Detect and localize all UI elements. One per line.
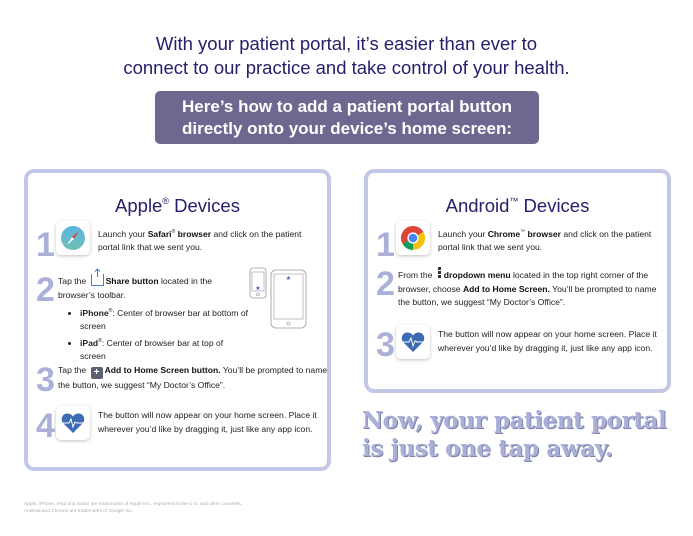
share-icon xyxy=(90,268,104,286)
step-number: 2 xyxy=(36,271,55,309)
trademark-footnote: Apple, iPhone, iPad and Safari are trade… xyxy=(24,502,243,514)
dropdown-menu-icon xyxy=(437,267,441,279)
heart-pulse-icon xyxy=(56,406,90,440)
device-illustration: ★ ★ xyxy=(249,266,309,341)
chrome-icon xyxy=(396,221,430,255)
svg-text:★: ★ xyxy=(286,275,291,282)
add-to-home-icon: + xyxy=(90,367,103,379)
apple-step-4-text: The button will now appear on your home … xyxy=(98,410,317,434)
iphone-outline xyxy=(249,267,267,299)
ipad-outline xyxy=(270,269,307,329)
step-number: 3 xyxy=(36,361,55,399)
instructions-banner: Here’s how to add a patient portal butto… xyxy=(155,91,539,144)
intro-text: With your patient portal, it’s easier th… xyxy=(0,32,693,80)
bullet-ipad: iPad®: Center of browser bar at top of s… xyxy=(80,335,250,364)
banner-line-2: directly onto your device’s home screen: xyxy=(181,119,513,138)
tagline-line-1: Now, your patient portal xyxy=(362,407,667,434)
step-number: 2 xyxy=(376,265,395,303)
android-step-3-text: The button will now appear on your home … xyxy=(438,329,657,353)
apple-card-title: Apple® Devices xyxy=(115,195,240,216)
android-devices-card: Android™ Devices 1 Launch your Chrome™ b… xyxy=(364,169,671,393)
tagline: Now, your patient portal is just one tap… xyxy=(362,407,682,463)
step-number: 4 xyxy=(36,407,55,445)
apple-step-2-text: Tap the Share button located in the brow… xyxy=(58,268,218,302)
apple-step-3-text: Tap the +Add to Home Screen button. You’… xyxy=(58,365,328,390)
intro-line-1: With your patient portal, it’s easier th… xyxy=(155,33,538,54)
bullet-iphone: iPhone®: Center of browser bar at bottom… xyxy=(80,305,250,334)
apple-step-1-text: Launch your Safari® browser and click on… xyxy=(98,228,302,253)
step-number: 3 xyxy=(376,326,395,364)
android-step-2-text: From the dropdown menu located in the to… xyxy=(398,267,663,310)
svg-text:★: ★ xyxy=(255,285,260,292)
intro-line-2: connect to our practice and take control… xyxy=(123,57,570,78)
android-step-1-text: Launch your Chrome™ browser and click on… xyxy=(438,228,652,253)
heart-pulse-icon xyxy=(396,325,430,359)
step-number: 1 xyxy=(376,226,395,264)
apple-devices-card: Apple® Devices 1 Launch your Safari® bro… xyxy=(24,169,331,471)
apple-step-2-bullets: iPhone®: Center of browser bar at bottom… xyxy=(64,305,250,365)
safari-icon xyxy=(56,221,90,255)
step-number: 1 xyxy=(36,226,55,264)
android-card-title: Android™ Devices xyxy=(445,195,590,216)
banner-line-1: Here’s how to add a patient portal butto… xyxy=(182,97,512,116)
tagline-line-2: is just one tap away. xyxy=(362,435,613,462)
